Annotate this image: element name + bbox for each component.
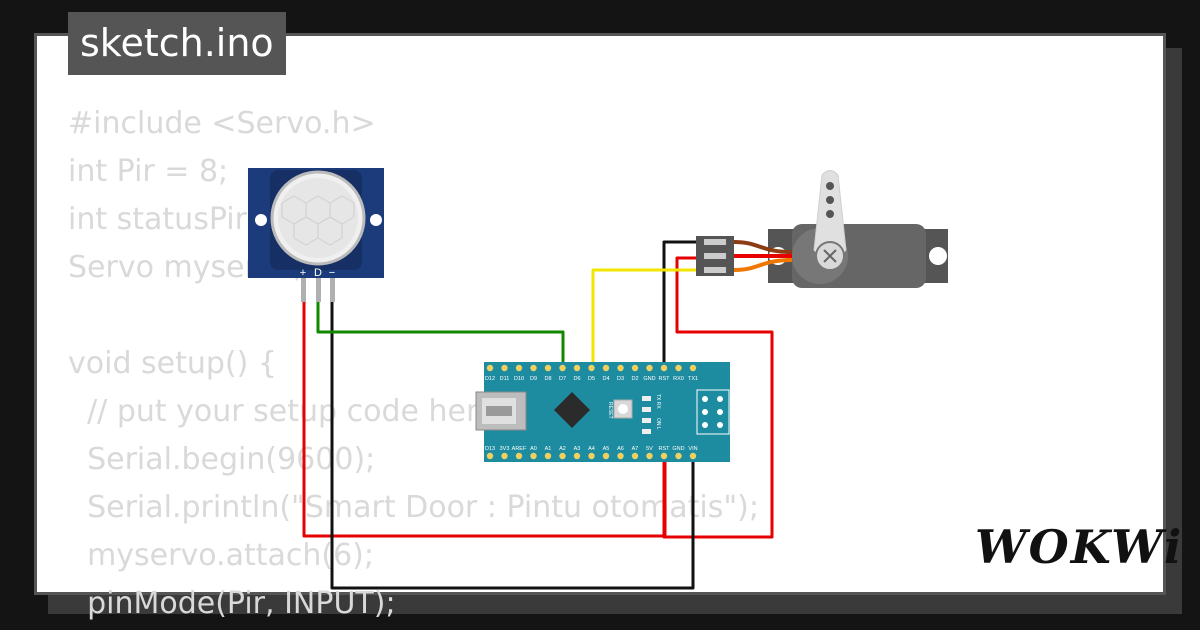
nano-pin-label: A5 xyxy=(603,446,610,452)
nano-pin-label: D13 xyxy=(485,446,495,452)
nano-pin-rst[interactable] xyxy=(660,364,668,372)
code-line: #include <Servo.h> xyxy=(68,106,376,141)
nano-pin-d8[interactable] xyxy=(544,364,552,372)
nano-pin-gnd[interactable] xyxy=(646,364,653,372)
nano-pin-vin[interactable] xyxy=(689,452,697,460)
pir-pin-d-label: D xyxy=(314,267,322,279)
nano-txrx-label: TX RX xyxy=(655,394,661,409)
nano-pin-label: D10 xyxy=(514,376,524,382)
nano-pin-rx0[interactable] xyxy=(675,364,682,372)
nano-pin-label: A3 xyxy=(574,446,581,452)
nano-pin-d5[interactable] xyxy=(588,364,595,372)
nano-pin-d11[interactable] xyxy=(501,364,508,372)
nano-pin-label: GND xyxy=(643,376,655,382)
nano-pin-label: D2 xyxy=(631,376,638,382)
code-line: pinMode(Pir, INPUT); xyxy=(68,586,396,621)
nano-pin-a3[interactable] xyxy=(573,452,581,460)
nano-pin-label: A1 xyxy=(545,446,552,452)
code-editor[interactable]: #include <Servo.h>int Pir = 8;int status… xyxy=(68,100,1068,628)
wire-black-gnd xyxy=(330,300,695,590)
nano-pin-gnd[interactable] xyxy=(675,452,682,460)
nano-pin-label: A6 xyxy=(617,446,624,452)
nano-pin-a2[interactable] xyxy=(559,452,566,460)
nano-pin-a5[interactable] xyxy=(602,452,610,460)
nano-pin-label: D4 xyxy=(602,376,609,382)
file-tab[interactable]: sketch.ino xyxy=(68,12,286,75)
pir-pin-gnd-label: − xyxy=(329,267,335,279)
code-line: Serial.println("Smart Door : Pintu otoma… xyxy=(68,490,759,525)
nano-pin-label: AREF xyxy=(512,446,527,452)
pir-sensor[interactable]: + D − xyxy=(248,168,384,302)
nano-pin-label: RST xyxy=(659,376,671,382)
nano-pin-d4[interactable] xyxy=(602,364,610,372)
wire-red-servo-vcc xyxy=(662,256,774,539)
wokwi-logo: WOKWi xyxy=(975,520,1184,574)
pir-pin-vcc-label: + xyxy=(300,267,306,279)
nano-pin-label: A4 xyxy=(588,446,595,452)
nano-pin-label: VIN xyxy=(688,446,697,452)
wire-green-d8 xyxy=(316,300,565,368)
nano-pin-a4[interactable] xyxy=(588,452,595,460)
nano-pin-label: 5V xyxy=(646,446,653,452)
wires xyxy=(302,240,774,590)
nano-onl-label: ON L xyxy=(655,418,661,430)
editor-card xyxy=(34,33,1166,595)
nano-pin-label: A7 xyxy=(632,446,639,452)
nano-pin-d12[interactable] xyxy=(486,364,494,372)
nano-pin-a7[interactable] xyxy=(631,452,639,460)
servo-motor[interactable] xyxy=(696,170,948,289)
nano-pin-d9[interactable] xyxy=(530,364,537,372)
nano-pin-label: D3 xyxy=(617,376,624,382)
nano-pin-a0[interactable] xyxy=(530,452,537,460)
nano-pin-label: D12 xyxy=(485,376,495,382)
nano-pin-d3[interactable] xyxy=(617,364,624,372)
nano-pin-3v3[interactable] xyxy=(501,452,508,460)
nano-pin-5v[interactable] xyxy=(646,452,653,460)
nano-pin-label: A2 xyxy=(559,446,566,452)
wire-black-servo-gnd xyxy=(662,240,700,368)
nano-pin-d7[interactable] xyxy=(559,364,566,372)
nano-pin-label: D5 xyxy=(588,376,595,382)
nano-pin-a1[interactable] xyxy=(544,452,552,460)
code-line: Serial.begin(9600); xyxy=(68,442,376,477)
nano-reset-label: RESET xyxy=(607,402,613,419)
nano-pin-d6[interactable] xyxy=(573,364,581,372)
nano-pin-label: RST xyxy=(659,446,671,452)
nano-pin-label: GND xyxy=(672,446,684,452)
nano-pin-label: D11 xyxy=(500,376,510,382)
nano-pin-rst[interactable] xyxy=(660,452,668,460)
nano-pin-d13[interactable] xyxy=(486,452,494,460)
code-line: void setup() { xyxy=(68,346,277,381)
code-line: // put your setup code here xyxy=(68,394,497,429)
nano-pin-a6[interactable] xyxy=(617,452,624,460)
code-line: myservo.attach(6); xyxy=(68,538,374,573)
code-line: int Pir = 8; xyxy=(68,154,229,189)
nano-pin-tx1[interactable] xyxy=(689,364,697,372)
nano-pin-label: D8 xyxy=(544,376,551,382)
nano-pin-d10[interactable] xyxy=(515,364,523,372)
nano-pin-label: A0 xyxy=(530,446,537,452)
nano-pin-label: D7 xyxy=(559,376,566,382)
nano-pin-label: D9 xyxy=(530,376,537,382)
nano-pin-label: TX1 xyxy=(688,376,698,382)
wire-yellow-d6 xyxy=(591,268,700,368)
nano-pin-label: D6 xyxy=(573,376,580,382)
nano-pin-d2[interactable] xyxy=(631,364,639,372)
nano-pin-label: 3V3 xyxy=(500,446,510,452)
nano-pin-label: RX0 xyxy=(673,376,684,382)
nano-pin-aref[interactable] xyxy=(515,452,523,460)
